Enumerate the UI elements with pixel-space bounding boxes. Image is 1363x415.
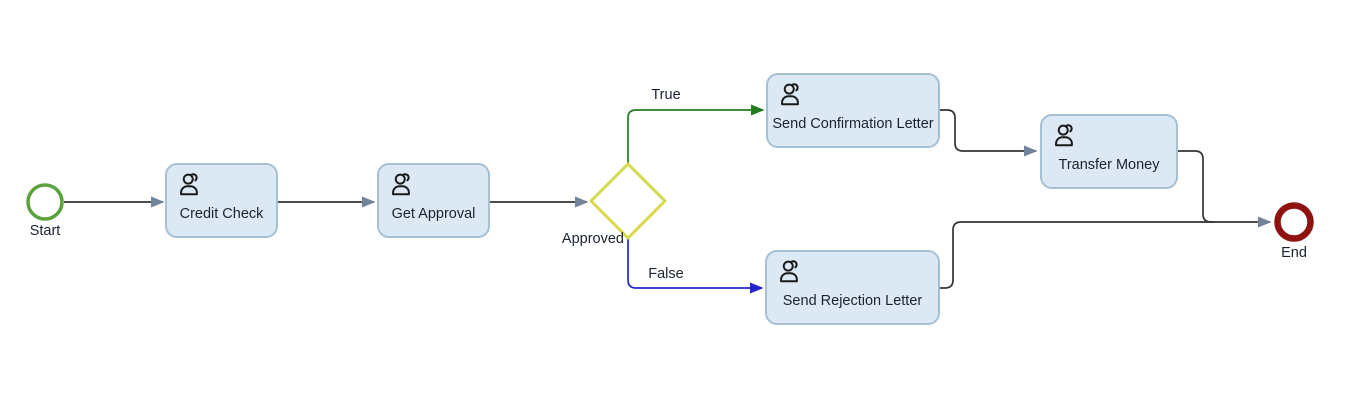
- user-icon: [780, 260, 798, 283]
- user-icon: [392, 173, 410, 196]
- end-event[interactable]: End: [1264, 200, 1324, 261]
- end-event-label: End: [1281, 245, 1307, 261]
- end-circle: [1274, 202, 1314, 242]
- task-label: Send Rejection Letter: [782, 292, 923, 309]
- diamond-shape: [589, 162, 667, 240]
- flow-rejection-to-end: [940, 216, 1272, 289]
- user-icon: [180, 173, 198, 196]
- user-icon: [781, 83, 799, 106]
- start-event[interactable]: Start: [15, 182, 75, 239]
- flow-confirmation-to-transfer-money: [940, 109, 1038, 157]
- task-label: Transfer Money: [1058, 156, 1160, 173]
- task-send-confirmation-letter[interactable]: Send Confirmation Letter: [766, 73, 940, 148]
- task-transfer-money[interactable]: Transfer Money: [1040, 114, 1178, 189]
- gateway-approved[interactable]: [588, 161, 668, 246]
- task-get-approval[interactable]: Get Approval: [377, 163, 490, 238]
- user-icon: [1055, 124, 1073, 147]
- start-event-label: Start: [29, 223, 61, 239]
- flow-false-to-send-rejection: [627, 239, 764, 294]
- gateway-label: Approved: [561, 231, 624, 247]
- task-credit-check[interactable]: Credit Check: [165, 163, 278, 238]
- flow-true-to-send-confirmation: [627, 104, 765, 163]
- flow-label-true: True: [651, 87, 681, 103]
- task-send-rejection-letter[interactable]: Send Rejection Letter: [765, 250, 940, 325]
- task-label: Get Approval: [391, 205, 476, 222]
- end-event-circle: [1274, 202, 1314, 242]
- task-label: Send Confirmation Letter: [772, 115, 934, 132]
- start-event-circle: [26, 183, 64, 221]
- start-circle: [26, 183, 64, 221]
- gateway-diamond: [589, 162, 667, 240]
- flow-label-false: False: [648, 266, 684, 282]
- flow-transfer-money-to-end: [1178, 150, 1214, 223]
- task-label: Credit Check: [179, 205, 264, 222]
